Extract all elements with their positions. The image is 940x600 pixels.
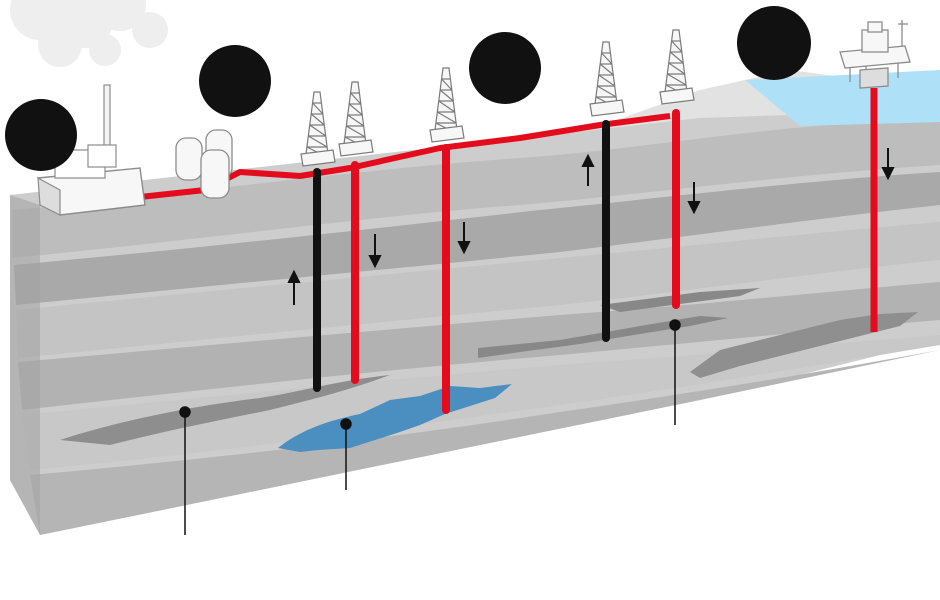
well-2 — [338, 81, 374, 384]
saline-aquifer — [278, 384, 512, 452]
flow-arrow-icon — [457, 222, 471, 255]
flow-arrow-icon — [368, 234, 382, 269]
leader-lines — [179, 319, 681, 535]
stratum-2 — [14, 172, 940, 305]
block-left-face — [10, 195, 40, 535]
oil-gas-field — [478, 288, 760, 358]
leader-depleted-reservoir — [179, 406, 191, 535]
marker-injection-well — [469, 32, 541, 104]
leader-saline-aquifer — [340, 418, 352, 490]
well-1 — [300, 91, 336, 392]
leader-oil-gas-field — [669, 319, 681, 425]
callout-markers — [5, 6, 811, 171]
drilling-rig-icon — [300, 91, 336, 167]
flow-arrow-icon — [881, 148, 895, 181]
marker-storage-tanks — [199, 45, 271, 117]
wells-group — [300, 29, 695, 414]
storage-tank-icon — [175, 129, 233, 199]
stratum-1 — [12, 118, 940, 258]
flow-arrow-icon — [687, 182, 701, 215]
smoke-cloud — [10, 0, 168, 67]
depleted-reservoir — [60, 375, 390, 445]
stratum-6 — [30, 350, 940, 535]
drilling-rig-icon — [589, 41, 625, 117]
drilling-rig-icon — [429, 67, 465, 143]
stratum-4 — [18, 282, 940, 410]
sea — [745, 70, 940, 126]
well-4 — [589, 41, 625, 342]
marker-offshore-platform — [737, 6, 811, 80]
offshore-platform-icon — [839, 20, 911, 89]
marker-power-plant — [5, 99, 77, 171]
well-3 — [429, 67, 465, 414]
flow-arrows — [287, 148, 895, 305]
flow-arrow-icon — [287, 269, 301, 305]
stratum-3 — [16, 222, 940, 358]
flow-arrow-icon — [581, 153, 595, 186]
drilling-rig-icon — [338, 81, 374, 157]
offshore-reservoir — [690, 312, 918, 378]
ground-surface — [10, 70, 940, 200]
well-5 — [659, 29, 695, 309]
drilling-rig-icon — [659, 29, 695, 105]
